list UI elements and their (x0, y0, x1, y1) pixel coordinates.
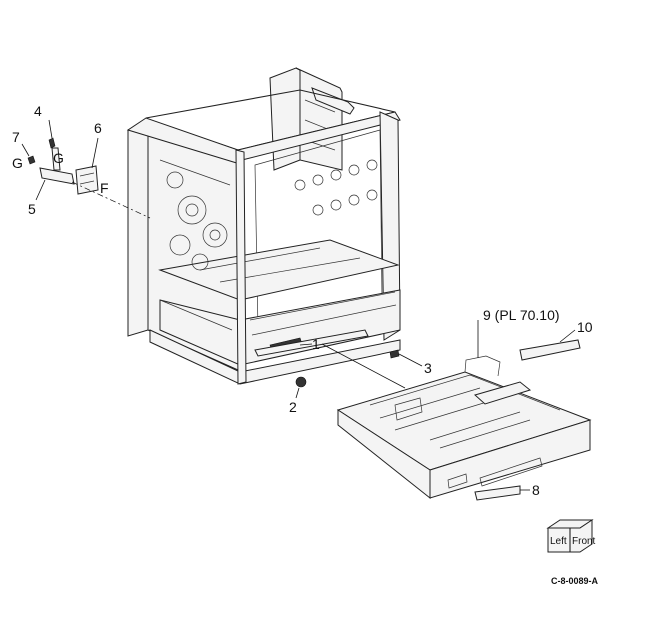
callout-6: 6 (94, 120, 102, 136)
callout-1: 1 (312, 336, 320, 352)
part-10-plate: 10 (519, 319, 593, 361)
part-2-fastener: 2 (289, 376, 307, 415)
orientation-cube: Left Front (546, 519, 596, 553)
callout-4: 4 (34, 103, 42, 119)
orientation-front: Front (572, 536, 596, 547)
part-8-label: 8 (474, 482, 540, 501)
callout-5: 5 (28, 201, 36, 217)
figure-code: C-8-0089-A (551, 576, 599, 586)
callout-9: 9 (PL 70.10) (483, 307, 560, 323)
label-g-bracket: G (53, 150, 64, 166)
part-1-guide-rail: 1 (254, 329, 406, 389)
bracket-assembly: 4 7 G G 5 6 F (12, 103, 151, 219)
label-g-left: G (12, 155, 23, 171)
drive-gears (166, 171, 228, 271)
callout-2: 2 (289, 399, 297, 415)
callout-7: 7 (12, 129, 20, 145)
callout-3: 3 (424, 360, 432, 376)
callout-10: 10 (577, 319, 593, 335)
part-9-paper-tray: 9 (PL 70.10) (336, 307, 592, 500)
part-3-pin: 3 (389, 349, 432, 376)
main-frame-assembly (126, 67, 401, 385)
label-f: F (100, 180, 109, 196)
frame-holes (294, 159, 378, 216)
orientation-left: Left (550, 536, 567, 547)
callout-8: 8 (532, 482, 540, 498)
